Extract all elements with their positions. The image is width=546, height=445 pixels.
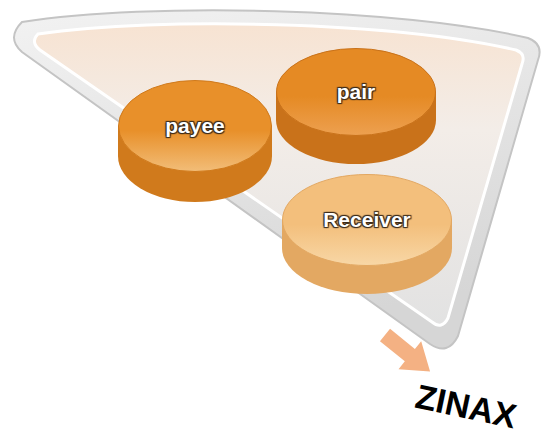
disc-label: pair <box>337 80 376 104</box>
output-arrow <box>374 321 442 385</box>
disc-node: pair <box>276 48 436 164</box>
disc-node: payee <box>118 80 272 202</box>
disc-label: payee <box>165 114 225 138</box>
disc-shape <box>118 80 272 202</box>
disc-node: Receiver <box>282 174 452 294</box>
brand-label: ZINAX <box>412 376 520 435</box>
disc-shape <box>282 174 452 294</box>
tray-inner <box>34 24 523 325</box>
tray-rim <box>14 10 540 348</box>
disc-shape <box>276 48 436 164</box>
disc-label: Receiver <box>323 208 411 232</box>
